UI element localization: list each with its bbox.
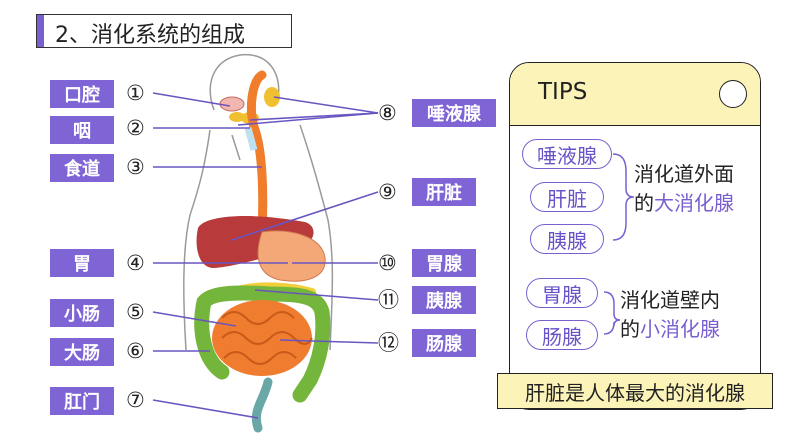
outer-gland-description: 消化道外面 的大消化腺 [634, 160, 734, 218]
inner-desc-prefix: 的 [620, 317, 640, 341]
liver-shape [196, 216, 314, 268]
tips-header: TIPS [510, 63, 760, 126]
outer-desc-line1: 消化道外面 [634, 162, 734, 186]
label-liver: 肝脏 [412, 178, 476, 206]
tips-brackets [603, 153, 635, 335]
number-11: ⑪ [378, 288, 399, 312]
number-4: ④ [126, 251, 145, 275]
body-outline [183, 54, 334, 351]
small-intestine-shape [212, 300, 313, 376]
trachea-shape [244, 127, 258, 151]
number-10: ⑩ [378, 251, 397, 275]
rectum-shape [251, 377, 273, 433]
number-2: ② [126, 116, 145, 140]
number-7: ⑦ [126, 388, 145, 412]
inner-desc-line1: 消化道壁内 [620, 288, 720, 312]
outer-desc-line2: 的大消化腺 [634, 189, 734, 218]
label-pancreas: 胰腺 [412, 286, 476, 314]
number-6: ⑥ [126, 339, 145, 363]
inner-desc-line2: 的小消化腺 [620, 315, 720, 344]
number-1: ① [126, 81, 145, 105]
label-mouth: 口腔 [50, 80, 114, 108]
tips-title: TIPS [538, 79, 588, 105]
title-accent-bar [37, 15, 44, 47]
stomach-shape [257, 230, 326, 282]
pill-pancreas: 胰腺 [530, 224, 604, 254]
circle-icon [719, 80, 747, 108]
number-12: ⑫ [378, 331, 399, 355]
pill-intestinal-gland: 肠腺 [526, 320, 598, 350]
page-title: 2、消化系统的组成 [55, 23, 245, 48]
inner-gland-description: 消化道壁内 的小消化腺 [620, 286, 720, 344]
label-salivary-gland: 唾液腺 [412, 99, 496, 127]
label-small-intestine: 小肠 [50, 299, 114, 327]
leader-lines [152, 92, 379, 419]
esophagus-shape [247, 70, 268, 235]
label-large-intestine: 大肠 [50, 338, 114, 366]
label-pharynx: 咽 [50, 116, 114, 144]
pill-gastric-gland: 胃腺 [526, 278, 598, 308]
tips-card: TIPS 唾液腺 肝脏 胰腺 消化道外面 的大消化腺 胃腺 肠腺 消化道壁内 的… [509, 62, 761, 410]
label-gastric-gland: 胃腺 [412, 249, 476, 277]
number-5: ⑤ [126, 300, 145, 324]
number-3: ③ [126, 155, 145, 179]
number-8: ⑧ [378, 101, 397, 125]
title-box: 2、消化系统的组成 [36, 14, 292, 48]
liver-note: 肝脏是人体最大的消化腺 [497, 373, 773, 409]
mouth-shape [219, 96, 245, 112]
label-intestinal-gland: 肠腺 [412, 329, 476, 357]
outer-desc-highlight: 大消化腺 [654, 191, 734, 215]
pill-salivary-gland: 唾液腺 [522, 139, 612, 169]
label-stomach: 胃 [50, 249, 114, 277]
large-intestine-shape [194, 285, 331, 403]
outer-desc-prefix: 的 [634, 191, 654, 215]
label-esophagus: 食道 [50, 154, 114, 182]
label-anus: 肛门 [50, 387, 114, 415]
number-9: ⑨ [378, 180, 397, 204]
pill-liver: 肝脏 [530, 182, 604, 212]
inner-desc-highlight: 小消化腺 [640, 317, 720, 341]
